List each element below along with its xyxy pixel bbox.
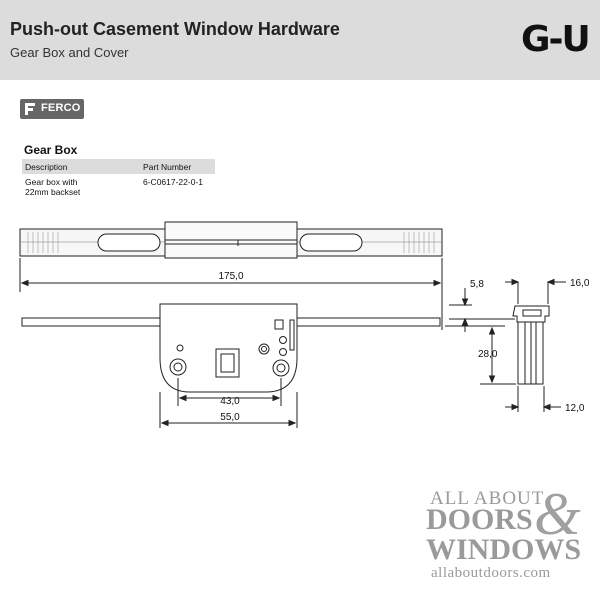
dimension-label-length: 175,0	[218, 271, 243, 282]
dimension-label-thickness: 12,0	[565, 403, 585, 414]
watermark-ampersand: &	[534, 481, 581, 547]
column-header-description: Description	[22, 159, 140, 174]
brand-logo: G-U	[521, 19, 591, 60]
ferco-logo: FERCO	[20, 99, 84, 119]
dimension-label-offset: 5,8	[470, 279, 484, 290]
table-row: Gear box with 22mm backset 6-C0617-22-0-…	[22, 174, 215, 200]
thickness-dimension	[505, 386, 561, 412]
page-subtitle: Gear Box and Cover	[10, 45, 129, 60]
watermark-line: DOORS	[426, 503, 533, 536]
dimension-label-height: 28,0	[478, 349, 498, 360]
dimension-label-hole-spacing: 43,0	[220, 396, 240, 407]
column-header-part-number: Part Number	[140, 159, 215, 174]
description-cell: Gear box with 22mm backset	[22, 174, 140, 200]
watermark-url: allaboutdoors.com	[431, 565, 551, 581]
part-number-cell: 6-C0617-22-0-1	[143, 177, 204, 187]
plate-width-dimension	[159, 392, 298, 428]
dimension-label-plate-width: 55,0	[220, 412, 240, 423]
dimension-label-depth: 16,0	[570, 278, 590, 289]
watermark-line: WINDOWS	[426, 533, 582, 566]
offset-dimension	[449, 288, 515, 332]
gearbox-top-view	[19, 221, 443, 259]
gearbox-front-view	[21, 303, 441, 393]
description-line: 22mm backset	[25, 187, 81, 197]
header-bar: Push-out Casement Window Hardware Gear B…	[0, 0, 600, 80]
watermark-line: ALL ABOUT	[430, 488, 545, 509]
table-header-row: Description Part Number	[22, 159, 215, 174]
ferco-logo-text: FERCO	[41, 102, 81, 114]
page-title: Push-out Casement Window Hardware	[10, 19, 340, 39]
depth-dimension	[505, 278, 566, 304]
spec-table: Description Part Number Gear box with 22…	[22, 159, 215, 200]
ferco-logo-mark-icon	[25, 103, 35, 115]
description-line: Gear box with	[25, 177, 78, 187]
height-dimension	[445, 325, 516, 385]
gearbox-side-view	[512, 305, 550, 385]
length-dimension	[19, 258, 443, 330]
hole-spacing-dimension	[177, 378, 282, 406]
section-title: Gear Box	[24, 143, 78, 157]
